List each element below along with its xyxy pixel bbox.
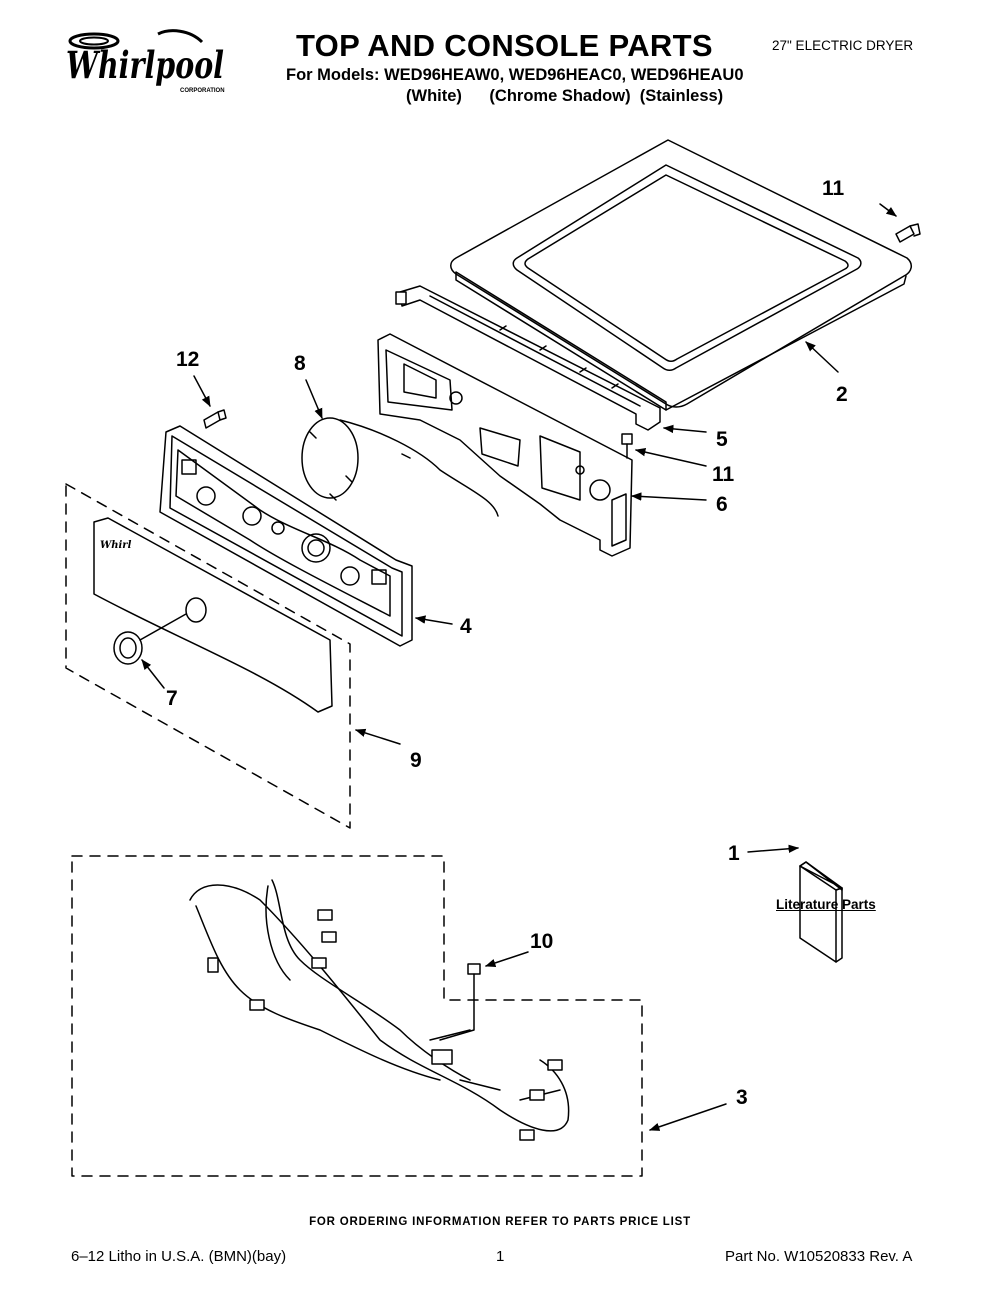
finishes-line: (White) (Chrome Shadow) (Stainless) — [406, 87, 724, 105]
page-number: 1 — [496, 1248, 505, 1265]
svg-text:Whirl: Whirl — [100, 540, 132, 551]
callout-10: 10 — [530, 930, 554, 953]
callout-1: 1 — [728, 842, 740, 865]
logo-wordmark: Whirlpool — [66, 43, 224, 87]
screw-10 — [467, 963, 481, 1001]
console-overlay-group: Whirl — [65, 483, 351, 829]
literature-pack — [799, 861, 843, 963]
callout-11-mid: 11 — [712, 463, 735, 486]
screw-11-top — [895, 223, 921, 243]
whirlpool-logo: Whirlpool CORPORATION — [66, 29, 225, 94]
rear-bracket — [395, 285, 661, 431]
callout-4: 4 — [460, 615, 472, 638]
leader-arrows — [141, 203, 897, 1131]
screw-12 — [203, 409, 227, 429]
callout-6: 6 — [716, 493, 728, 516]
callout-3: 3 — [736, 1086, 748, 1109]
callout-7: 7 — [166, 687, 178, 710]
logo-corporation: CORPORATION — [180, 88, 225, 94]
console — [159, 425, 413, 647]
screw-11-mid — [621, 433, 633, 459]
ordering-note: FOR ORDERING INFORMATION REFER TO PARTS … — [309, 1216, 691, 1228]
models-line: For Models: WED96HEAW0, WED96HEAC0, WED9… — [286, 66, 744, 84]
footer-litho: 6–12 Litho in U.S.A. (BMN)(bay) — [71, 1248, 287, 1265]
callout-12: 12 — [176, 348, 200, 371]
page-title: TOP AND CONSOLE PARTS — [296, 28, 713, 63]
product-type: 27" ELECTRIC DRYER — [772, 38, 914, 53]
harness-group — [71, 855, 643, 1177]
wire-ring — [301, 417, 499, 517]
callout-9: 9 — [410, 749, 422, 772]
callout-11-top: 11 — [822, 177, 845, 200]
callout-5: 5 — [716, 428, 728, 451]
callout-8: 8 — [294, 352, 306, 375]
literature-parts-label: Literature Parts — [776, 897, 876, 912]
part-number: Part No. W10520833 Rev. A — [725, 1248, 913, 1265]
console-back-bracket — [377, 333, 633, 557]
top-panel — [450, 139, 912, 411]
callout-2: 2 — [836, 383, 848, 406]
knob — [113, 613, 187, 665]
